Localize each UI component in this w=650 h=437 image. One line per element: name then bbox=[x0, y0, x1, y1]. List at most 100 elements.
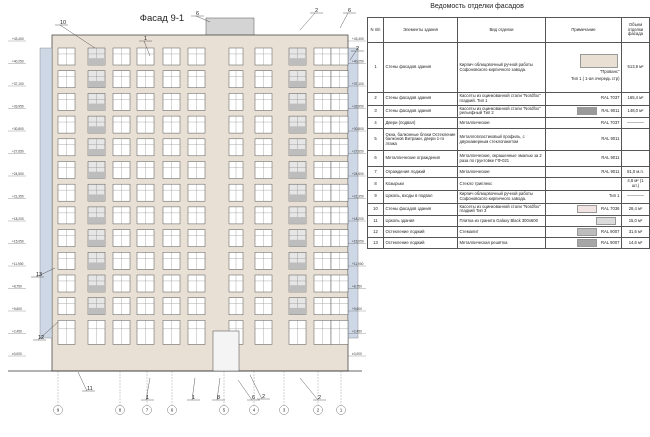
side-panel-right bbox=[347, 47, 359, 339]
callout-leader bbox=[37, 321, 59, 341]
note-text: RAL 9011 bbox=[601, 168, 620, 174]
level-mark: +40,250 bbox=[352, 60, 364, 64]
row-volume: 15,0 м² bbox=[621, 215, 650, 228]
level-mark: +43,400 bbox=[12, 37, 24, 41]
row-element: Стены фасадов здания bbox=[383, 42, 458, 93]
level-mark: +33,950 bbox=[352, 105, 364, 109]
level-mark: +11,900 bbox=[352, 262, 364, 266]
loggia-panel bbox=[289, 103, 306, 111]
row-element: Двери (подвал) bbox=[383, 117, 458, 130]
loggia-panel bbox=[289, 217, 306, 224]
row-number: 9 bbox=[367, 189, 384, 204]
row-note: RAL 9011 bbox=[545, 150, 622, 168]
row-element: Окна, балконные блоки Остекление балконо… bbox=[383, 128, 458, 152]
level-mark: +21,350 bbox=[12, 195, 24, 199]
color-swatch bbox=[577, 107, 598, 116]
callout-leader bbox=[145, 377, 151, 401]
note-text: RAL 7037 bbox=[601, 119, 620, 125]
loggia-panel bbox=[289, 194, 306, 202]
row-volume bbox=[621, 128, 650, 152]
row-element: Стены фасадов здания bbox=[383, 104, 458, 119]
loggia-panel bbox=[88, 149, 105, 156]
callout-number: 2 bbox=[315, 8, 318, 14]
level-mark: +5,600 bbox=[352, 307, 362, 311]
row-note: RAL 9011 bbox=[545, 104, 622, 119]
level-mark: +2,450 bbox=[352, 330, 362, 334]
row-note bbox=[545, 177, 622, 191]
row-note: "Прованс"Тип 1 ( 1-ая очередь стр) bbox=[545, 42, 622, 93]
level-mark: +37,100 bbox=[12, 82, 24, 86]
row-volume: 165,4 м² bbox=[621, 92, 650, 106]
callout-leader bbox=[216, 377, 221, 401]
note-text: Тип 1 bbox=[609, 193, 620, 199]
level-mark: +18,200 bbox=[352, 217, 364, 221]
row-finish: Металлопластиковый профиль, с двухкамерн… bbox=[457, 128, 546, 152]
note-text: RAL 9011 bbox=[601, 136, 620, 142]
row-number: 1 bbox=[367, 42, 384, 93]
loggia-panel bbox=[88, 307, 105, 315]
level-mark: +8,750 bbox=[12, 285, 22, 289]
row-note: RAL 9007 bbox=[545, 237, 622, 250]
axis-bubble bbox=[336, 405, 346, 415]
row-finish: Металлические bbox=[457, 117, 546, 130]
axis-label: 3 bbox=[283, 408, 286, 413]
callout-number: 13 bbox=[36, 272, 42, 278]
note-text: "Прованс" bbox=[599, 68, 620, 74]
note-text: RAL 9007 bbox=[601, 239, 620, 245]
row-volume bbox=[621, 150, 650, 168]
loggia-panel bbox=[289, 239, 306, 247]
level-mark: +43,400 bbox=[352, 37, 364, 41]
row-element: Металлические ограждения bbox=[383, 150, 458, 168]
level-mark: ±0,000 bbox=[352, 352, 362, 356]
loggia-panel bbox=[88, 171, 105, 179]
schedule-table: N п/п Элементы здания Вид отделки Примеч… bbox=[367, 17, 650, 250]
callout-number: 10 bbox=[60, 20, 66, 26]
loggia-panel bbox=[88, 103, 105, 111]
callout-number: 6 bbox=[252, 395, 255, 401]
color-swatch bbox=[577, 239, 598, 248]
note-text: RAL 7037 bbox=[601, 95, 620, 101]
level-mark: +5,600 bbox=[12, 307, 22, 311]
axis-label: 8 bbox=[119, 408, 122, 413]
row-element: Стены фасадов здания bbox=[383, 92, 458, 106]
row-note: RAL 7037 bbox=[545, 117, 622, 130]
axis-bubble bbox=[53, 405, 63, 415]
note-text: RAL 7036 bbox=[601, 206, 620, 212]
level-mark: +40,250 bbox=[12, 60, 24, 64]
callout-number: 1 bbox=[146, 395, 149, 401]
axis-label: 7 bbox=[146, 408, 149, 413]
callout-leader bbox=[35, 267, 56, 278]
callout-leader bbox=[299, 12, 316, 31]
level-mark: +24,500 bbox=[12, 172, 24, 176]
axis-label: 6 bbox=[171, 408, 174, 413]
callout-leader bbox=[195, 15, 211, 23]
axis-bubble bbox=[219, 405, 229, 415]
finishing-schedule: Ведомость отделки фасадов N п/п Элементы… bbox=[367, 3, 650, 250]
color-swatch bbox=[579, 53, 618, 68]
row-volume: 148,0 м² bbox=[621, 104, 650, 119]
note-text: RAL 9007 bbox=[601, 228, 620, 234]
color-swatch bbox=[577, 205, 598, 214]
loggia-panel bbox=[289, 171, 306, 179]
level-mark: +18,200 bbox=[12, 217, 24, 221]
row-volume: ———— bbox=[621, 189, 650, 204]
callout-leader bbox=[59, 24, 96, 49]
row-number: 2 bbox=[367, 92, 384, 106]
header-n: N п/п bbox=[367, 17, 384, 43]
callout-number: 12 bbox=[38, 335, 44, 341]
row-element: Ограждения лоджий bbox=[383, 166, 458, 179]
axis-label: 1 bbox=[340, 408, 343, 413]
axis-label: 9 bbox=[57, 408, 60, 413]
side-panel-left bbox=[39, 47, 53, 339]
loggia-panel bbox=[289, 58, 306, 65]
axis-bubble bbox=[142, 405, 152, 415]
row-number: 6 bbox=[367, 150, 384, 168]
